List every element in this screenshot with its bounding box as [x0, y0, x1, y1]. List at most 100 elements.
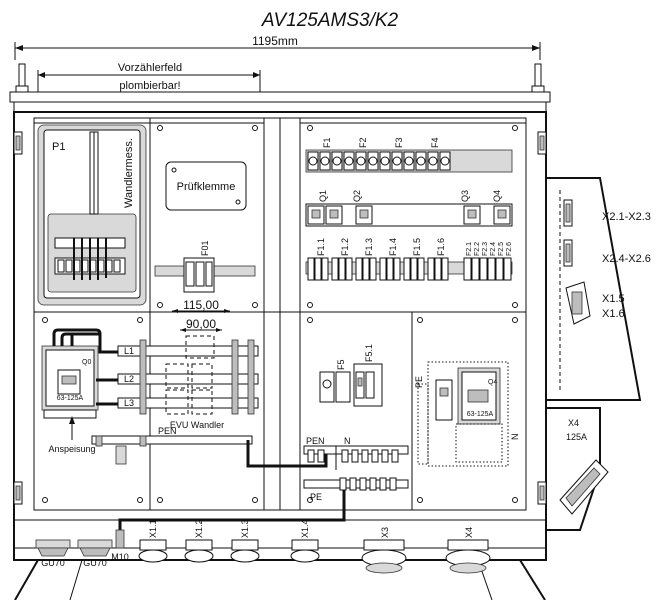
switch-q3-label: Q3 — [460, 190, 470, 202]
outlet-x21-label: X2.1-X2.3 — [602, 211, 651, 223]
x4-socket-plug — [559, 459, 609, 515]
pen-left-terminal — [95, 435, 147, 465]
test-terminal-label: Prüfklemme — [177, 181, 236, 193]
feed-in-arrow — [69, 416, 75, 440]
feed-in-label: Anspeisung — [48, 444, 95, 454]
gland-gu70-1 — [35, 539, 71, 557]
gland-m10 — [115, 529, 125, 549]
side-outlet-x21 — [563, 199, 573, 227]
lifting-eye-left — [15, 63, 29, 93]
fuse-f2-label: F2 — [358, 137, 368, 148]
mounting-rail-divider — [263, 117, 301, 511]
pe-vertical-label: PE — [414, 376, 424, 388]
bottom-x4-label: X4 — [464, 527, 474, 538]
bottom-x12-label: X1.2 — [194, 519, 204, 538]
outlet-x15-label: X1.5 — [602, 293, 625, 305]
fuse-f01-label: F01 — [200, 240, 210, 256]
fuse-f2-1-label: F2.1 — [466, 242, 473, 256]
fuse-f1-label: F1 — [322, 137, 332, 148]
gland-gu70-1-label: GU70 — [41, 558, 65, 568]
cabinet-roof — [9, 91, 551, 113]
bottom-outlet-x11 — [138, 539, 168, 563]
side-outlet-x24 — [563, 239, 573, 267]
outlet-x24-label: X2.4-X2.6 — [602, 253, 651, 265]
bottom-outlet-x4 — [445, 539, 491, 574]
fuse-f4-label: F4 — [430, 137, 440, 148]
busbar-l3: L3 — [124, 398, 134, 408]
x4-socket-label: X4 — [568, 418, 579, 428]
dimension-115-text: 115,00 — [183, 298, 219, 312]
hinge-right-bottom — [537, 481, 547, 505]
gland-gu70-2-label: GU70 — [83, 558, 107, 568]
switch-q4-lower — [427, 361, 509, 467]
bottom-x13-label: X1.3 — [240, 519, 250, 538]
pen-bar-left — [91, 435, 253, 445]
meter-cable-bundle — [73, 238, 107, 280]
hinge-left-top — [13, 131, 23, 155]
switch-row — [307, 205, 511, 225]
dimension-90-text: 90,00 — [186, 317, 216, 331]
fuse-row-middle — [307, 257, 512, 281]
width-dimension-line — [14, 42, 541, 60]
n-right-label: N — [510, 434, 520, 441]
fuse-f5-1-label: F5.1 — [364, 344, 374, 362]
fuse-f2-3-label: F2.3 — [482, 242, 489, 256]
fuse-f5 — [319, 371, 351, 403]
pen-mid-label: PEN — [306, 436, 325, 446]
hinge-right-top — [537, 131, 547, 155]
pe-mid-label: PE — [310, 492, 322, 502]
fuse-f01 — [183, 257, 215, 293]
gland-gu70-2 — [77, 539, 113, 557]
fuse-f2-5-label: F2.5 — [498, 242, 505, 256]
pe-bar-middle-terminals — [339, 477, 397, 491]
lifting-eye-right — [531, 63, 545, 93]
fuse-f1-2-label: F1.2 — [340, 238, 350, 256]
meter-terminals — [57, 259, 121, 273]
fuse-f2-4-label: F2.4 — [490, 242, 497, 256]
fuse-f1-6-label: F1.6 — [436, 238, 446, 256]
main-switch-q0-label: Q0 — [82, 359, 91, 366]
pen-cable-main — [246, 440, 328, 468]
bottom-outlet-x14 — [290, 539, 320, 563]
main-switch-cables — [52, 328, 118, 406]
bottom-x11-label: X1.1 — [148, 519, 158, 538]
width-dimension-text: 1195mm — [252, 34, 298, 48]
gland-m10-label: M10 — [111, 552, 129, 562]
meter-panel-p1: P1 — [52, 141, 65, 153]
fuse-f2-6-label: F2.6 — [506, 242, 513, 256]
dimension-115 — [172, 309, 230, 313]
busbar-l2: L2 — [124, 374, 134, 384]
fuse-f5-label: F5 — [336, 359, 346, 370]
fuse-f1-4-label: F1.4 — [388, 238, 398, 256]
fuse-f1-5-label: F1.5 — [412, 238, 422, 256]
meter-panel-wandlermess: Wandlermess. — [123, 138, 135, 208]
side-outlet-box — [546, 177, 642, 401]
drawing-title: AV125AMS3/K2 — [261, 10, 399, 31]
x4-socket-rating: 125A — [566, 432, 587, 442]
switch-q2-label: Q2 — [352, 190, 362, 202]
dimension-90 — [180, 328, 222, 332]
bottom-x14-label: X1.4 — [300, 519, 310, 538]
switch-q4-label: Q4 — [492, 190, 502, 202]
evu-transformers — [165, 335, 215, 415]
main-switch-q0-rating: 63-125A — [57, 395, 84, 402]
bottom-outlet-x12 — [184, 539, 214, 563]
pe-vertical-bar — [417, 383, 429, 465]
fuse-f2-2-label: F2.2 — [474, 242, 481, 256]
pen-left-label: PEN — [158, 426, 177, 436]
cabinet-body — [13, 111, 547, 561]
evu-wandler-label: EVU Wandler — [170, 420, 224, 430]
fuse-f5-1 — [353, 363, 383, 407]
hinge-left-bottom — [13, 481, 23, 505]
fuse-f1-3-label: F1.3 — [364, 238, 374, 256]
n-mid-label: N — [344, 436, 351, 446]
bottom-x3-label: X3 — [380, 527, 390, 538]
switch-q4-lower-rating: 63-125A — [467, 411, 494, 418]
switch-q4-lower-label: Q4 — [488, 379, 497, 386]
test-terminal-plate — [165, 161, 247, 211]
fuse-row-top — [307, 151, 451, 171]
outlet-x16-label: X1.6 — [602, 308, 625, 320]
switch-q1-label: Q1 — [318, 190, 328, 202]
busbar-l1: L1 — [124, 346, 134, 356]
